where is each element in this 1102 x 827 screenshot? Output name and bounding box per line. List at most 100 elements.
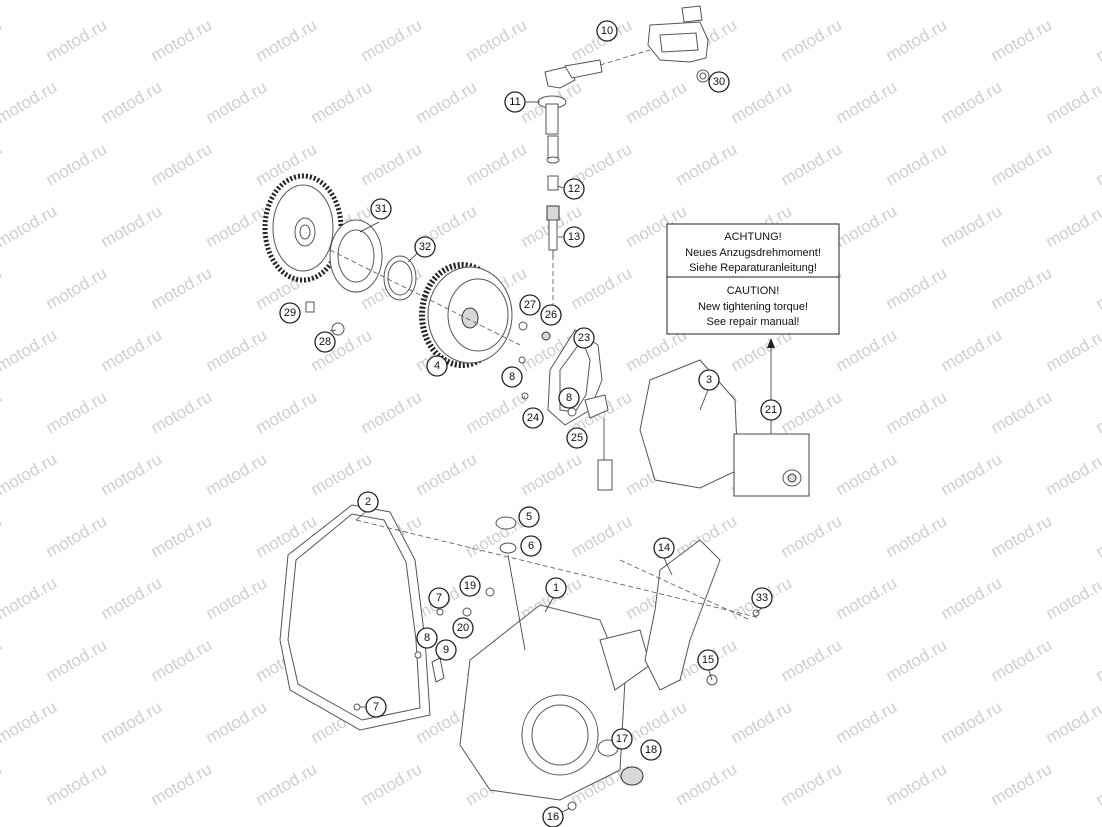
watermark-text: motod.ru (203, 573, 271, 623)
watermark-text: motod.ru (938, 0, 1006, 3)
callout-7-bottom: 7 (365, 696, 387, 718)
watermark-text: motod.ru (308, 0, 376, 3)
watermark-text: motod.ru (1043, 325, 1102, 375)
callout-33: 33 (751, 587, 773, 609)
svg-text:5: 5 (526, 511, 532, 523)
watermark-text: motod.ru (778, 387, 846, 437)
watermark-text: motod.ru (0, 449, 60, 499)
watermark-text: motod.ru (673, 139, 741, 189)
watermark-text: motod.ru (1093, 139, 1102, 189)
callout-2: 2 (357, 491, 379, 513)
watermark-text: motod.ru (988, 511, 1056, 561)
screw-21-detail-box (733, 433, 810, 497)
watermark-text: motod.ru (0, 635, 5, 685)
svg-text:21: 21 (765, 404, 777, 416)
generator-cover-part (459, 604, 651, 801)
rotor-flywheel-part (419, 262, 513, 368)
washer-26-27-part (518, 321, 551, 341)
watermark-text: motod.ru (98, 449, 166, 499)
svg-text:16: 16 (547, 811, 559, 823)
watermark-text: motod.ru (43, 15, 111, 65)
watermark-text: motod.ru (833, 449, 901, 499)
watermark-text: motod.ru (148, 759, 216, 809)
watermark-text: motod.ru (883, 387, 951, 437)
callout-20: 20 (452, 617, 474, 639)
assembly-lines (329, 49, 761, 621)
svg-text:10: 10 (601, 25, 613, 37)
watermark-text: motod.ru (988, 15, 1056, 65)
svg-text:26: 26 (545, 309, 557, 321)
warning-line-de-1: ACHTUNG! (724, 231, 781, 243)
watermark-text: motod.ru (203, 201, 271, 251)
watermark-text: motod.ru (98, 697, 166, 747)
svg-text:3: 3 (706, 374, 712, 386)
spark-plug-part (546, 175, 560, 258)
watermark-text: motod.ru (673, 759, 741, 809)
watermark-text: motod.ru (308, 77, 376, 127)
watermark-text: motod.ru (728, 77, 796, 127)
watermark-text: motod.ru (358, 759, 426, 809)
callout-6: 6 (520, 535, 542, 557)
watermark-text: motod.ru (253, 387, 321, 437)
svg-text:8: 8 (509, 371, 515, 383)
ring-32-part (383, 255, 417, 301)
watermark-text: motod.ru (728, 697, 796, 747)
watermark-text: motod.ru (833, 325, 901, 375)
bracket-14-part (644, 539, 721, 691)
watermark-text: motod.ru (883, 139, 951, 189)
watermark-text: motod.ru (0, 77, 60, 127)
watermark-text: motod.ru (253, 15, 321, 65)
svg-text:9: 9 (443, 644, 449, 656)
watermark-text: motod.ru (1043, 77, 1102, 127)
watermark-text: motod.ru (358, 139, 426, 189)
svg-text:13: 13 (568, 231, 580, 243)
gasket-part (279, 504, 431, 731)
watermark-text: motod.ru (463, 387, 531, 437)
callout-12: 12 (563, 178, 585, 200)
svg-text:11: 11 (509, 96, 520, 108)
svg-text:12: 12 (568, 183, 580, 195)
watermark-text: motod.ru (0, 387, 5, 437)
watermark-text: motod.ru (43, 759, 111, 809)
watermark-text: motod.ru (0, 759, 5, 809)
watermark-text: motod.ru (623, 697, 691, 747)
watermark-text: motod.ru (98, 77, 166, 127)
watermark-text: motod.ru (833, 0, 901, 3)
watermark-text: motod.ru (518, 449, 586, 499)
watermark-text: motod.ru (148, 263, 216, 313)
watermark-text: motod.ru (253, 759, 321, 809)
watermark-text: motod.ru (98, 325, 166, 375)
watermark-text: motod.ru (203, 449, 271, 499)
svg-text:19: 19 (464, 580, 476, 592)
watermark-text: motod.ru (568, 263, 636, 313)
watermark-text: motod.ru (358, 15, 426, 65)
warning-line-de-3: Siehe Reparaturanleitung! (689, 262, 817, 274)
watermark-text: motod.ru (623, 77, 691, 127)
watermark-text: motod.ru (148, 139, 216, 189)
nut-30-part (696, 69, 710, 83)
ignition-coil-part (647, 5, 709, 63)
callout-19: 19 (459, 575, 481, 597)
warning-line-en-2: New tightening torque! (698, 301, 808, 313)
watermark-text: motod.ru (1093, 635, 1102, 685)
callout-24: 24 (522, 407, 544, 429)
watermark-text: motod.ru (623, 0, 691, 3)
callout-5: 5 (518, 506, 540, 528)
callout-29: 29 (279, 302, 301, 324)
callout-27: 27 (519, 294, 541, 316)
svg-text:4: 4 (434, 360, 440, 372)
svg-text:15: 15 (702, 654, 714, 666)
svg-text:17: 17 (616, 733, 628, 745)
warning-line-en-1: CAUTION! (727, 285, 780, 297)
watermark-text: motod.ru (568, 511, 636, 561)
watermark-text: motod.ru (0, 15, 5, 65)
svg-text:24: 24 (527, 412, 539, 424)
svg-text:33: 33 (756, 592, 768, 604)
callout-26: 26 (540, 304, 562, 326)
watermark-text: motod.ru (833, 77, 901, 127)
watermark-text: motod.ru (833, 697, 901, 747)
watermark-text: motod.ru (98, 201, 166, 251)
callout-28: 28 (314, 331, 336, 353)
watermark-text: motod.ru (148, 635, 216, 685)
